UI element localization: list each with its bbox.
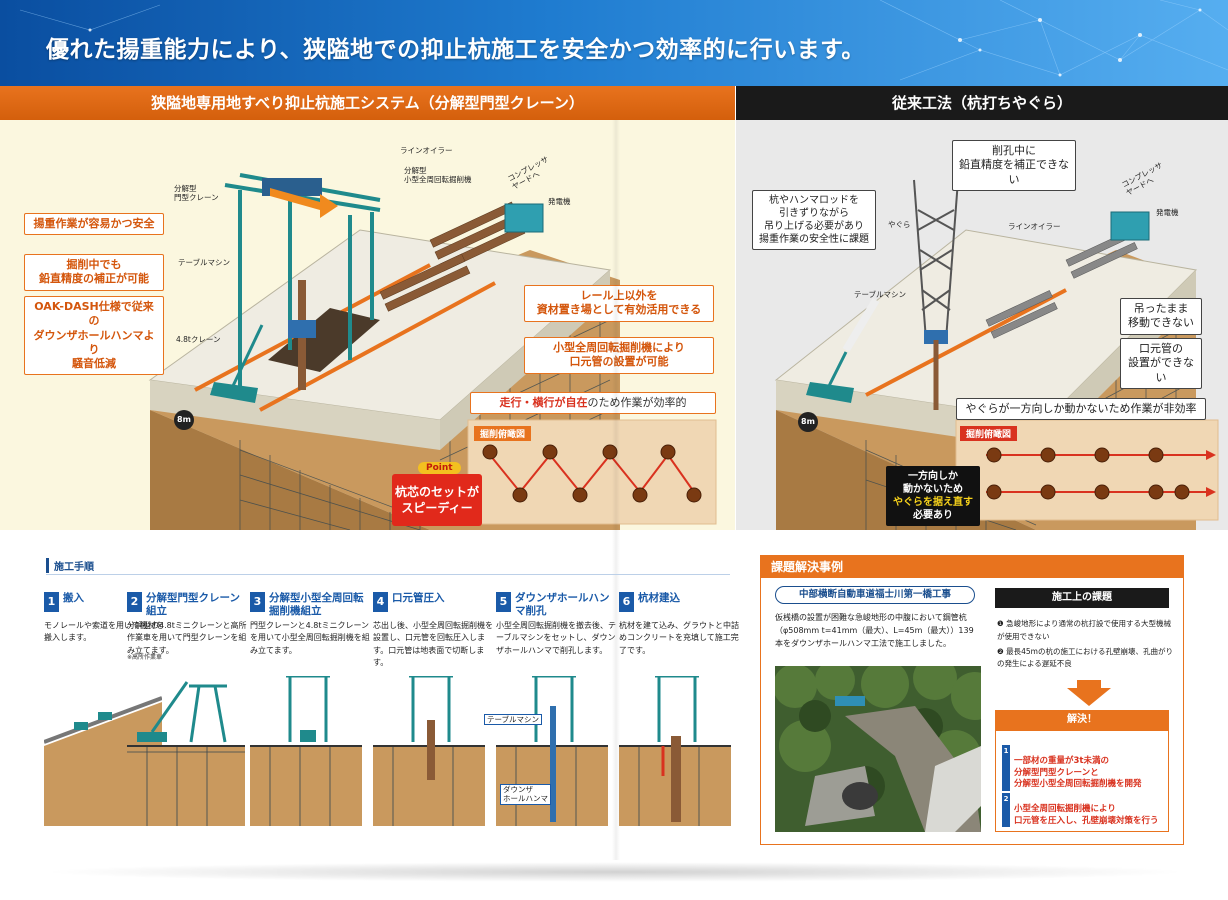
callout-rail: レール上以外を 資材置き場として有効活用できる [524,285,714,322]
step-number: 1 [44,592,59,612]
site-photo-illustration [775,666,981,832]
step-number: 2 [127,592,142,612]
step-description: 分解型の4.8tミニクレーンと高所作業車を用いて門型クレーンを組み立てます。 [127,621,247,655]
label-yagura: やぐら [888,220,911,229]
issue-text: 最長45mの杭の施工における孔壁崩壊、孔曲がりの発生による遅延不良 [997,646,1173,669]
label-8m-right: 8m [798,412,818,432]
step-number: 4 [373,592,388,612]
step-description: 小型全周回転掘削機を撤去後、テーブルマシンをセットし、ダウンザホールハンマで削孔… [496,621,616,655]
step-title: 杭材建込 [638,592,680,604]
callout-travel-strong: 走行・横行が自在 [499,396,588,409]
step-title: ダウンザホールハンマ削孔 [515,592,610,617]
callout-no-move: 吊ったまま 移動できない [1120,298,1202,335]
left-section-header: 狭隘地専用地すべり抑止杭施工システム（分解型門型クレーン） [0,86,735,120]
callout-travel: 走行・横行が自在のため作業が効率的 [470,392,716,415]
right-section-header: 従来工法（杭打ちやぐら） [736,86,1228,120]
step-3-figure [250,676,362,826]
callout-drag-pile: 杭やハンマロッドを 引きずりながら 吊り上げる必要があり 揚重作業の安全性に課題 [752,190,876,250]
callout-lift-safe: 揚重作業が容易かつ安全 [24,213,164,236]
solution-arrow-icon [1067,688,1111,706]
label-small-drill: 分解型 小型全周回転掘削機 [404,166,472,185]
page-shadow [40,862,1190,882]
drill-diagram-tag-right: 掘削俯瞰図 [960,426,1018,441]
callout-reset-c: 必要あり [913,510,953,521]
label-table-machine: テーブルマシン [178,258,231,267]
case-study-header: 課題解決事例 [761,556,1183,578]
solution-header: 解決！ [995,710,1169,730]
issue-number: ❷ [997,646,1004,656]
step-title: 搬入 [63,592,84,604]
case-study-box: 課題解決事例 中部横断自動車道福士川第一橋工事 仮桟橋の設置が困難な急峻地形の中… [760,555,1184,845]
banner-title: 優れた揚重能力により、狭隘地での抑止杭施工を安全かつ効率的に行います。 [46,37,865,63]
label-generator: 発電機 [548,197,571,206]
step-note: ※高所作業車 [127,654,163,661]
label-crane-48: 4.8tクレーン [176,335,221,344]
label-table-machine-right: テーブルマシン [854,290,907,299]
step-description: 門型クレーンと4.8tミニクレーンを用いて小型全周回転掘削機を組み立てます。 [250,621,370,655]
solution-number: 1 [1002,745,1010,791]
step-title: 口元管圧入 [392,592,445,604]
label-gantry-crane: 分解型 門型クレーン [174,184,219,203]
step-4-figure [373,676,485,826]
issues-list: ❶ 急峻地形により通常の杭打設で使用する大型機械が使用できない ❷ 最長45mの… [997,618,1173,673]
solution-arrow-stem [1077,680,1101,690]
issue-number: ❶ [997,619,1004,628]
step-number: 6 [619,592,634,612]
step-number: 5 [496,592,511,612]
procedure-divider [46,574,730,575]
fig-label-dth: ダウンザ ホールハンマ [500,784,551,805]
callout-no-casing: 口元管の 設置ができない [1120,338,1202,389]
callout-travel-rest: のため作業が効率的 [587,396,687,409]
case-study-description: 仮桟橋の設置が困難な急峻地形の中腹において鋼管杭（φ508mm t=41mm（最… [775,613,974,648]
top-banner: 優れた揚重能力により、狭隘地での抑止杭施工を安全かつ効率的に行います。 [0,0,1228,86]
point-box: 杭芯のセットが スピーディー [392,474,482,526]
label-8m: 8m [174,410,194,430]
issue-item: ❷ 最長45mの杭の施工における孔壁崩壊、孔曲がりの発生による遅延不良 [997,646,1173,672]
solution-text: 一部材の重量が3t未満の 分解型門型クレーンと 分解型小型全周回転掘削機を開発 [1014,756,1142,790]
case-study-photo [775,666,981,832]
solution-number: 2 [1002,793,1010,828]
step-number: 3 [250,592,265,612]
procedure-title: 施工手順 [46,558,94,573]
callout-oakdash: OAK-DASH仕様で従来の ダウンザホールハンマより 騒音低減 [24,296,164,376]
callout-reset-a: 一方向しか 動かないため [903,471,963,495]
callout-reset-yagura: 一方向しか 動かないため やぐらを据え直す 必要あり [886,466,980,526]
label-line-oiler: ラインオイラー [400,146,453,155]
step-description: モノレールや索道を用いて機材を搬入します。 [44,621,164,643]
point-tag: Point [418,462,461,474]
step-description: 芯出し後、小型全周回転掘削機を設置し、口元管を回転圧入します。口元管は地表面で切… [373,621,493,668]
step-description: 杭材を建て込み、グラウトと中詰めコンクリートを充填して施工完了です。 [619,621,739,655]
issue-item: ❶ 急峻地形により通常の杭打設で使用する大型機械が使用できない [997,618,1173,644]
issue-text: 急峻地形により通常の杭打設で使用する大型機械が使用できない [997,619,1171,641]
solution-text: 小型全周回転掘削機により 口元管を圧入し、孔壁崩壊対策を行う [1014,804,1159,826]
step-title: 分解型門型クレーン組立 [146,592,240,617]
callout-no-correct: 削孔中に 鉛直精度を補正できない [952,140,1076,191]
callout-precision: 掘削中でも 鉛直精度の補正が可能 [24,254,164,291]
fig-label-table-machine: テーブルマシン [484,714,543,726]
callout-reset-b: やぐらを据え直す [893,497,973,508]
case-study-subtitle: 中部横断自動車道福士川第一橋工事 [775,586,975,604]
callout-casing: 小型全周回転掘削機により 口元管の設置が可能 [524,337,714,374]
step-6-figure [619,676,731,826]
drill-diagram-tag: 掘削俯瞰図 [474,426,532,441]
network-decoration [19,0,1228,81]
issues-header: 施工上の課題 [995,588,1169,608]
label-generator-right: 発電機 [1156,208,1179,217]
page-spine [612,120,620,860]
callout-one-way: やぐらが一方向しか動かないため作業が非効率 [956,398,1206,421]
step-2-figure [127,681,245,826]
step-title: 分解型小型全周回転掘削機組立 [269,592,364,617]
label-line-oiler-right: ラインオイラー [1008,222,1061,231]
